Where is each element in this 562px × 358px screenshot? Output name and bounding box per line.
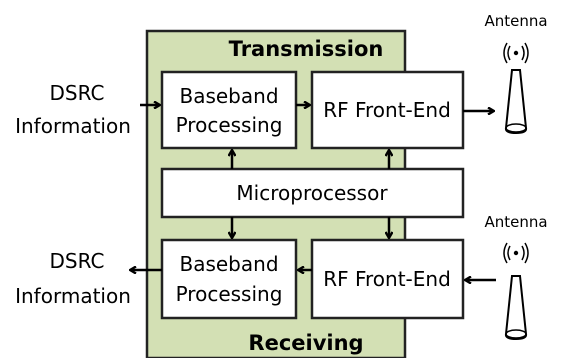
tx-antenna-icon	[503, 42, 529, 135]
tx-baseband-block	[160, 70, 298, 150]
transmission-title: Transmission	[229, 37, 384, 61]
rx-baseband-label-2: Processing	[176, 282, 283, 306]
rx-antenna-label: Antenna	[484, 213, 547, 231]
receiving-title: Receiving	[248, 331, 363, 355]
rx-rf-label: RF Front-End	[323, 267, 451, 291]
rx-baseband-block	[160, 238, 298, 320]
rx-rf-block	[310, 238, 465, 320]
rx-output-label-1: DSRC	[50, 249, 105, 273]
rx-output-label-2: Information	[15, 284, 131, 308]
tx-rf-label: RF Front-End	[323, 98, 451, 122]
tx-rf-block	[310, 70, 465, 150]
rx-antenna-icon	[503, 242, 529, 341]
tx-input-label-2: Information	[15, 114, 131, 138]
microprocessor-label: Microprocessor	[236, 181, 388, 205]
tx-input-label-1: DSRC	[50, 81, 105, 105]
tx-baseband-label-1: Baseband	[179, 84, 278, 108]
rx-baseband-label-1: Baseband	[179, 252, 278, 276]
microprocessor-block	[160, 167, 465, 219]
tx-antenna-label: Antenna	[484, 12, 547, 30]
tx-baseband-label-2: Processing	[176, 113, 283, 137]
